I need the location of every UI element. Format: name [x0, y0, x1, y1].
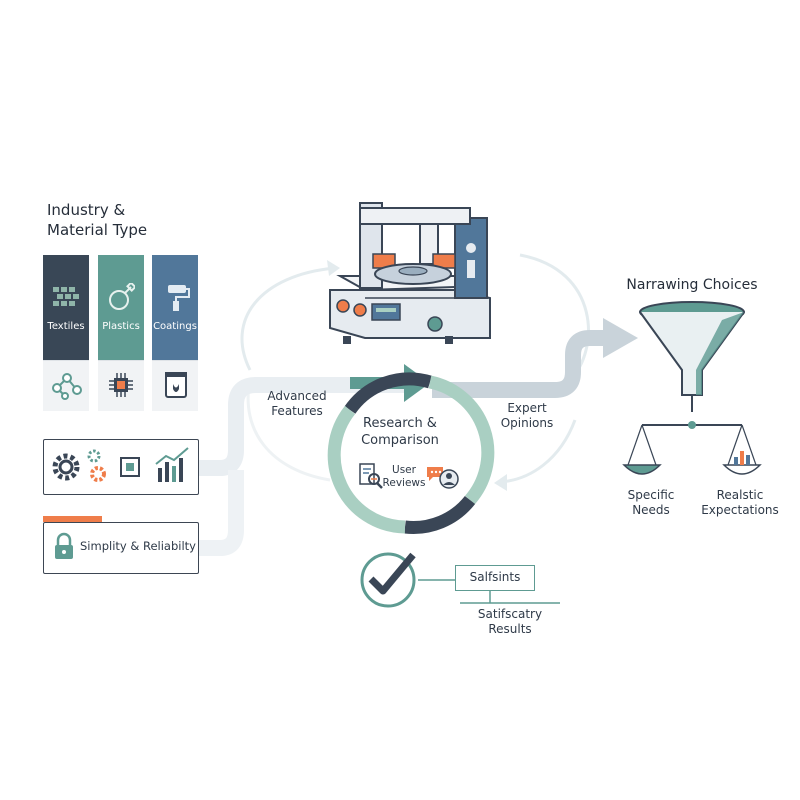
simplicity-label: Simplity & Reliabilty [80, 539, 196, 553]
processor-icon [120, 457, 140, 477]
textiles-panel [43, 255, 89, 360]
search-document-icon [359, 463, 383, 489]
testing-machine-illustration [329, 202, 491, 344]
molecule-icon [52, 373, 82, 400]
satisfaction-box[interactable] [455, 565, 535, 591]
simplicity-accent-bar [43, 516, 102, 522]
small-gear-icon [87, 449, 106, 482]
material-column-coatings[interactable]: Coatings [152, 255, 198, 411]
bottle-icon [109, 283, 135, 310]
realistic-expectations-label: Realstic Expectations [701, 488, 779, 517]
fabric-icon [53, 287, 79, 306]
specific-needs-label: Specific Needs [627, 488, 675, 517]
gear-icon [52, 453, 80, 481]
molecule-tile [43, 360, 89, 411]
chat-user-icon [427, 467, 459, 489]
funnel-icon [639, 301, 745, 412]
column-label-textiles: Textiles [47, 321, 85, 332]
narrowing-heading: Narrawing Choices [626, 277, 758, 293]
balance-scale-icon [622, 421, 762, 475]
satisfaction-box-label: Salfsints [469, 570, 521, 584]
paint-can-icon [165, 372, 187, 398]
expert-opinions-label: Expert Opinions [500, 401, 554, 430]
chip-icon [109, 373, 133, 397]
material-column-textiles[interactable]: Textiles [43, 255, 89, 411]
advanced-features-label: Advanced Features [267, 389, 327, 418]
features-icons [52, 447, 189, 482]
material-column-plastics[interactable]: Plastics [98, 255, 144, 411]
lock-icon [55, 532, 73, 559]
satisfactory-results-label: Satifscatry Results [477, 607, 543, 636]
column-label-plastics: Plastics [102, 321, 140, 332]
bar-chart-icon [155, 447, 189, 482]
user-reviews-label: User Reviews [382, 464, 426, 489]
plastics-panel [98, 255, 144, 360]
paint-roller-icon [168, 285, 190, 311]
column-label-coatings: Coatings [153, 321, 197, 332]
industry-heading: Industry & Material Type [47, 201, 148, 239]
checkmark-icon [360, 552, 416, 608]
research-title: Research & Comparison [361, 416, 439, 448]
